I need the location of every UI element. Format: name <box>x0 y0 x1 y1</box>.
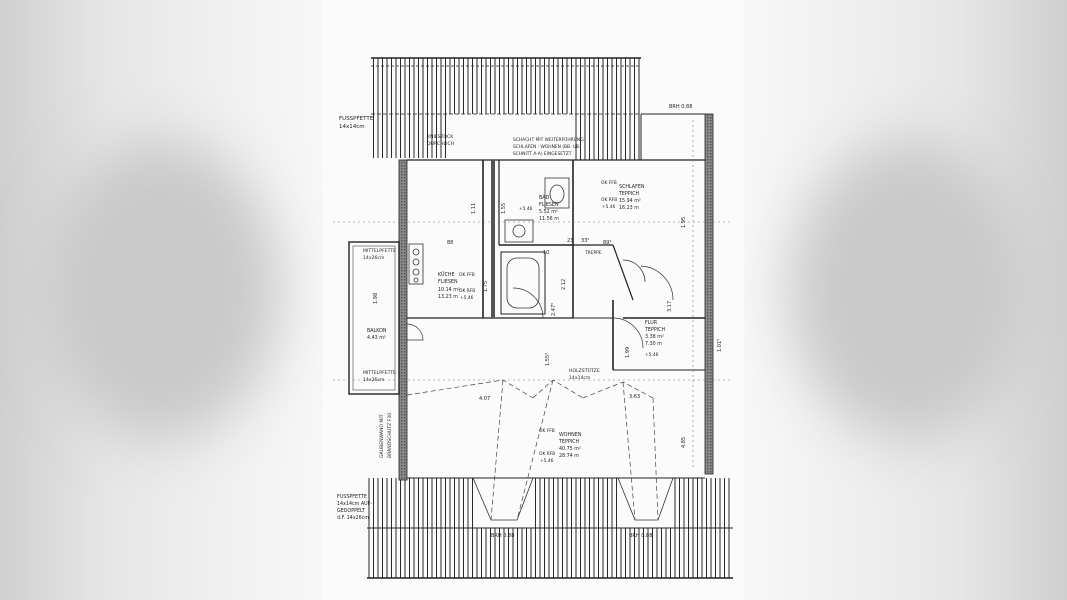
dim-199: 1.99 <box>625 347 631 358</box>
label-holzstuetze: HOLZSTÜTZE <box>569 367 600 374</box>
label-fusspfette-top: FUSSPFETTE <box>339 116 374 122</box>
dim-895: 89⁵ <box>603 240 611 246</box>
label-kniestock-2: DURCHLICH <box>427 141 454 147</box>
dim-bottom-2: BRH 0.88 <box>629 533 652 539</box>
label-fusspfette-bottom-4: d.F. 14x26cm <box>337 515 369 521</box>
dim-88: 88 <box>447 240 453 246</box>
floor-plan-sheet: FUSSPFETTE 14x14cm KNIESTOCK DURCHLICH S… <box>323 0 744 600</box>
dim-407: 4.07 <box>479 396 490 402</box>
label-kueche-perim: 13.23 m <box>438 294 458 300</box>
label-gaube-2: BRANDSCHUTZ F30 <box>387 413 393 458</box>
dim-23: 23 <box>567 238 573 244</box>
label-schlafen-okrfb: OK RFB <box>601 197 617 203</box>
label-balkon-area: 4.43 m² <box>367 335 386 341</box>
label-kniestock-1: KNIESTOCK <box>427 134 454 140</box>
label-wohnen-okrfb: OK RFB <box>539 451 555 457</box>
roof-hatch-top <box>371 57 653 160</box>
label-fusspfette-bottom-1: FUSSPFETTE <box>337 494 367 500</box>
label-schlafen-name: SCHLAFEN <box>619 184 645 190</box>
label-schlafen-okval: +5.46 <box>602 204 616 210</box>
floor-plan-drawing: FUSSPFETTE 14x14cm KNIESTOCK DURCHLICH S… <box>333 57 733 579</box>
label-bad-name: BAD <box>539 195 550 201</box>
dim-1015: 1.01⁵ <box>717 339 723 352</box>
label-kueche-floor: FLIESEN <box>438 279 458 285</box>
label-schacht-1: SCHACHT MIT WEITERFÜHRUNG <box>513 136 584 143</box>
label-wohnen-name: WOHNEN <box>559 432 582 438</box>
label-mittelpfette-a: MITTELPFETTE <box>363 248 396 254</box>
label-mittelpfette-a-size: 14x26cm <box>363 255 385 261</box>
dim-2475: 2.47⁵ <box>551 303 557 316</box>
room-labels: FUSSPFETTE 14x14cm KNIESTOCK DURCHLICH S… <box>337 116 666 521</box>
doors <box>406 259 674 349</box>
label-mittelpfette-b: MITTELPFETTE <box>363 370 396 376</box>
roof-hatch-bottom <box>367 477 733 579</box>
dim-195: 1.95 <box>681 217 687 228</box>
label-schlafen-floor: TEPPICH <box>618 191 640 197</box>
outer-walls <box>398 113 714 481</box>
label-mittelpfette-b-size: 14x26cm <box>363 377 385 383</box>
dim-485: 4.85 <box>681 437 687 448</box>
label-wohnen-perim: 28.74 m <box>559 453 579 459</box>
label-gaube-1: GAUBENWAND MIT <box>379 414 385 458</box>
background-blur-right <box>790 140 1030 440</box>
label-schlafen-okffb: OK FFB <box>601 180 617 186</box>
label-kueche-okval: +5.46 <box>460 295 474 301</box>
label-treppe: TREPPE <box>584 250 602 256</box>
label-flur-floor: TEPPICH <box>644 327 666 333</box>
label-bad-perim: 11.56 m <box>539 216 559 222</box>
dim-335: 33⁵ <box>581 238 589 244</box>
label-kueche-okrfb: OK RFB <box>459 288 475 294</box>
dimensions: BRH 0.88 BRH 0.88 BRH 0.88 88 10 23 33⁵ … <box>373 104 723 539</box>
interior-walls <box>407 160 705 371</box>
dim-bottom-1: BRH 0.88 <box>491 533 514 539</box>
dim-317: 3.17 <box>667 301 673 312</box>
dim-198: 1.98 <box>373 293 379 304</box>
label-kueche-name: KÜCHE <box>438 271 455 278</box>
label-bad-area: 5.52 m² <box>539 209 558 215</box>
dim-top-right: BRH 0.88 <box>669 104 692 110</box>
label-schacht-3: SCHNITT A-A) EINGESETZT <box>513 151 572 157</box>
label-fusspfette-top-size: 14x14cm <box>339 124 365 130</box>
label-schlafen-perim: 16.23 m <box>619 205 639 211</box>
dormer-lines <box>406 379 659 521</box>
dim-10: 10 <box>543 250 549 256</box>
dim-363: 3.63 <box>629 394 640 400</box>
label-bad-okval: +5.46 <box>519 206 533 212</box>
dim-1555: 1.55⁵ <box>545 353 551 366</box>
balcony <box>348 241 400 395</box>
label-flur-area: 3.38 m² <box>645 334 664 340</box>
label-bad-floor: FLIESEN <box>539 202 559 208</box>
label-kueche-area: 10.14 m² <box>438 287 460 293</box>
label-fusspfette-bottom-3: GEDOPPELT <box>337 508 365 514</box>
label-schlafen-area: 15.94 m² <box>619 198 641 204</box>
label-flur-perim: 7.30 m <box>645 341 662 347</box>
label-balkon-name: BALKON <box>367 328 387 334</box>
dim-212: 2.12 <box>561 279 567 290</box>
label-kueche-okffb: OK FFB <box>459 272 475 278</box>
label-schacht-2: SCHLAFEN · WOHNEN (BB. UB. <box>513 144 580 150</box>
label-wohnen-floor: TEPPICH <box>558 439 580 445</box>
label-fusspfette-bottom-2: 14x14cm AUF- <box>337 501 372 507</box>
dim-111: 1.11 <box>471 203 477 214</box>
dim-175: 1.75 <box>483 281 489 292</box>
dim-155: 1.55 <box>501 203 507 214</box>
fixtures <box>408 177 570 285</box>
background-blur-left <box>40 140 280 440</box>
label-wohnen-okffb: OK FFB <box>539 428 555 434</box>
label-holzstuetze-size: 14x14cm <box>569 375 591 381</box>
label-wohnen-area: 40.75 m² <box>559 446 581 452</box>
label-flur-name: FLUR <box>645 320 658 326</box>
label-flur-okval: +5.46 <box>645 352 659 358</box>
label-wohnen-okval: +5.46 <box>540 458 554 464</box>
